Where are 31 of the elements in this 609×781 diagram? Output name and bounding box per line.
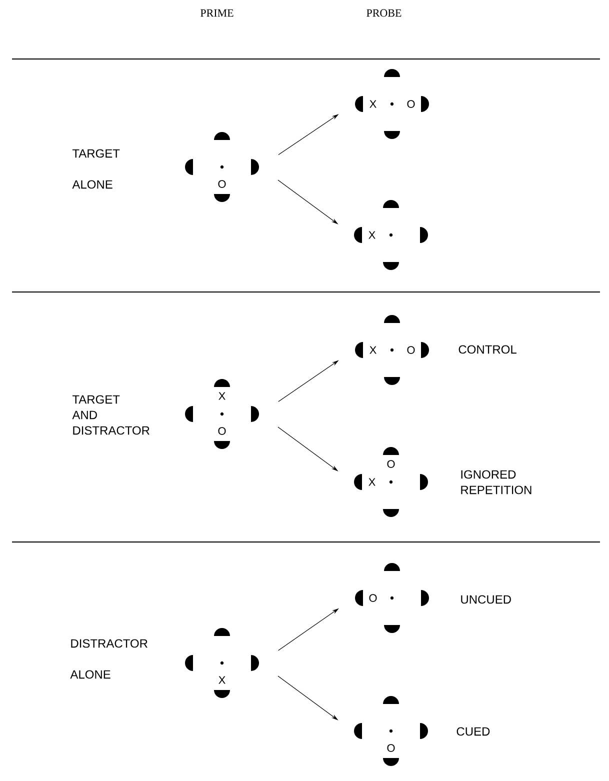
condition-label: CUED (456, 727, 490, 736)
node-label: X (218, 392, 226, 400)
stimulus-display: X O (355, 315, 429, 385)
node-label: O (387, 744, 395, 752)
node-label: X (218, 676, 226, 684)
stimulus-display: X (185, 628, 259, 698)
node-label: O (369, 594, 377, 602)
node-label: X (368, 478, 376, 486)
stimulus-display: O X (354, 447, 428, 517)
node-label: O (218, 180, 226, 188)
node-label: O (407, 346, 415, 354)
node-label: O (218, 427, 226, 435)
stimulus-display: O (185, 132, 259, 202)
condition-label: IGNORED REPETITION (461, 470, 532, 494)
stimulus-display: O (354, 696, 428, 766)
node-label: X (370, 100, 376, 108)
stimulus-display: O (355, 563, 429, 633)
stimulus-display: X (354, 200, 428, 270)
node-label: O (387, 460, 395, 468)
condition-label: TARGET AND DISTRACTOR (72, 395, 150, 435)
condition-label: UNCUED (461, 595, 511, 604)
node-label: X (368, 231, 376, 239)
node-label: O (407, 100, 415, 108)
condition-label: CONTROL (458, 345, 516, 354)
condition-label: DISTRACTOR ALONE (70, 639, 148, 679)
stimulus-display: X O (355, 69, 429, 139)
stimulus-display: X O (185, 379, 259, 449)
node-label: X (370, 346, 376, 354)
condition-label: TARGET ALONE (72, 149, 120, 189)
column-heading: PROBE (366, 9, 402, 17)
column-heading: PRIME (200, 9, 234, 17)
